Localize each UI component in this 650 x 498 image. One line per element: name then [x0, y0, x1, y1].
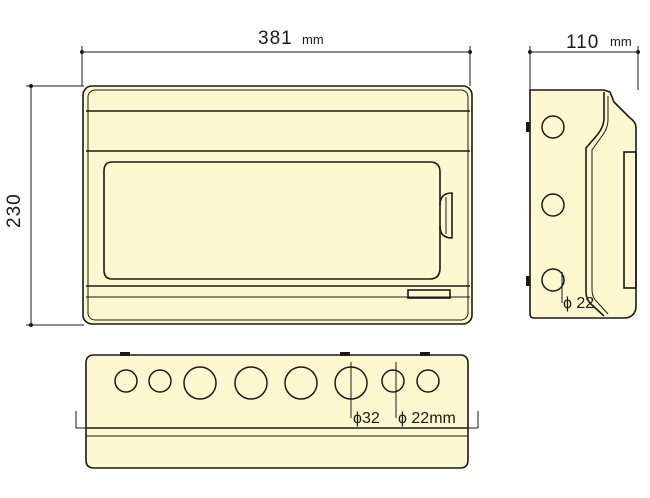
width-value: 381 [258, 28, 293, 49]
height-value: 230 [4, 193, 25, 228]
side-tab-top [526, 122, 530, 132]
side-body [529, 89, 637, 319]
bottom-tab-1 [120, 352, 130, 356]
front-view: 381 mm 230 [4, 28, 473, 327]
side-tab-bottom [526, 276, 530, 286]
depth-value: 110 [566, 32, 599, 53]
side-cover-profile [585, 92, 605, 317]
side-rail [623, 151, 637, 289]
front-window [103, 161, 441, 280]
bottom-tab-3 [420, 352, 430, 356]
side-knockout-3 [541, 268, 565, 292]
width-tick-left [80, 50, 84, 54]
bottom-knockout-small-3 [381, 369, 405, 393]
front-body-inner-edge [87, 89, 469, 321]
bottom-knockout-large-3 [284, 366, 318, 400]
bottom-knockout-large-2 [234, 366, 268, 400]
side-knockout-1 [541, 115, 565, 139]
depth-tick-right [636, 50, 640, 54]
side-cover-profile-inner [591, 96, 609, 315]
door-handle [439, 192, 453, 239]
bottom-knockout-small-1 [114, 369, 138, 393]
depth-tick-left [528, 50, 532, 54]
bottom-large-hole-label: ϕ32 [353, 410, 380, 427]
height-tick-bottom [29, 323, 33, 327]
bottom-small-hole-label: ϕ 22mm [398, 410, 456, 427]
bottom-knockout-large-1 [183, 366, 217, 400]
label-slot [407, 289, 451, 299]
width-unit: mm [302, 32, 324, 47]
width-tick-right [468, 50, 472, 54]
front-body [82, 85, 473, 325]
depth-unit: mm [610, 34, 632, 49]
side-knockout-2 [541, 193, 565, 217]
bottom-view: ϕ32 ϕ 22mm [75, 352, 479, 469]
bottom-knockout-small-4 [416, 369, 440, 393]
side-hole-label: ϕ 22 [563, 295, 594, 312]
bottom-body [85, 354, 469, 469]
bottom-knockout-small-2 [148, 369, 172, 393]
height-tick-top [29, 84, 33, 88]
side-view: 110 mm ϕ 22 [526, 32, 640, 319]
bottom-tab-2 [340, 352, 350, 356]
